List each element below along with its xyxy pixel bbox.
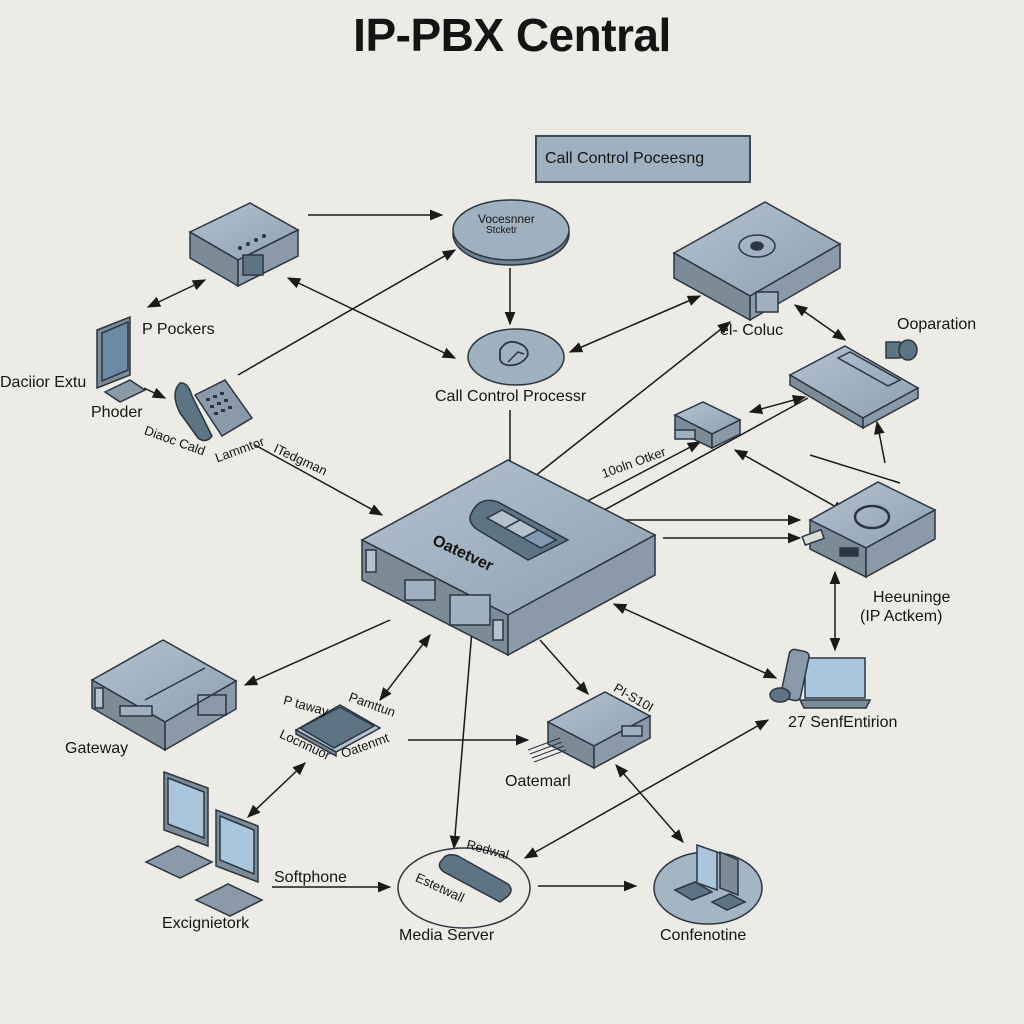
operation-label: Ooparation [897,316,977,333]
arrow-pc-phone [143,387,167,399]
chip-device[interactable] [294,704,382,758]
gateway-label: Gateway [65,740,129,757]
arrow-central-media [449,616,478,850]
arrow-operation-central [566,397,809,531]
arrow-module-operation [748,394,807,415]
ip-system-label-2: (IP Actkem) [860,608,943,625]
call-control-processing-box[interactable]: Call Control Poceesng [535,135,751,183]
workstations-device[interactable] [144,770,264,917]
media-server-node[interactable] [397,847,531,929]
conference-node[interactable] [653,843,763,925]
desktop-pc-device[interactable] [96,315,147,403]
desktop-pc-label: Daciior Extu [0,374,87,391]
arrow-central-adapter [539,639,589,696]
voice-processor-label-2: Stcketr [486,225,518,236]
router-device[interactable] [188,202,300,288]
arrow-router-ccp [286,277,457,359]
central-server-device[interactable] [360,459,657,657]
adapter-device[interactable] [527,691,652,770]
voice-processor-label-1: Vocesnner [478,212,535,226]
line-ipsystem-module [809,454,901,484]
arrow-adapter-conference [615,763,684,844]
arrow-ipsystem-to-operation [874,420,886,464]
call-control-processor-label: Call Control Processr [435,388,587,405]
router-label: P Pockers [142,321,215,338]
gateway-device[interactable] [90,639,238,752]
small-module-device[interactable] [673,401,742,450]
arrow-chip-workstation [247,762,306,818]
ip-system-label-1: Heeuninge [873,589,951,606]
operation-switch-device[interactable] [788,339,920,430]
mobile-laptop-device[interactable] [769,648,872,709]
arrow-central-gateway [243,619,391,686]
arrow-ccp-topserver [568,295,702,353]
arrow-phone-to-central [254,444,384,516]
media-server-label: Media Server [399,927,495,944]
page-title: IP-PBX Central [353,9,671,61]
arrow-ipsystem-module [733,449,847,513]
softphone-label: Softphone [274,869,347,886]
desktop-pc-label-below: Phoder [91,404,143,421]
arrow-central-chip [379,633,431,702]
call-control-processor-node[interactable] [467,328,565,386]
mobile-laptop-label: 27 SenfEntirion [788,714,898,731]
ip-system-device[interactable] [801,481,937,579]
arrow-topserver-operation [793,304,847,341]
conference-label: Confenotine [660,927,747,944]
adapter-label: Oatemarl [505,773,571,790]
desk-phone-device[interactable] [174,379,254,442]
arrow-pc-router [146,279,207,308]
arrow-central-mobile [612,603,778,679]
top-right-server-label: el- Coluc [720,322,784,339]
top-right-server-device[interactable] [672,201,842,322]
voice-processor-node[interactable] [452,199,570,266]
workstations-label: Excignietork [162,915,250,932]
